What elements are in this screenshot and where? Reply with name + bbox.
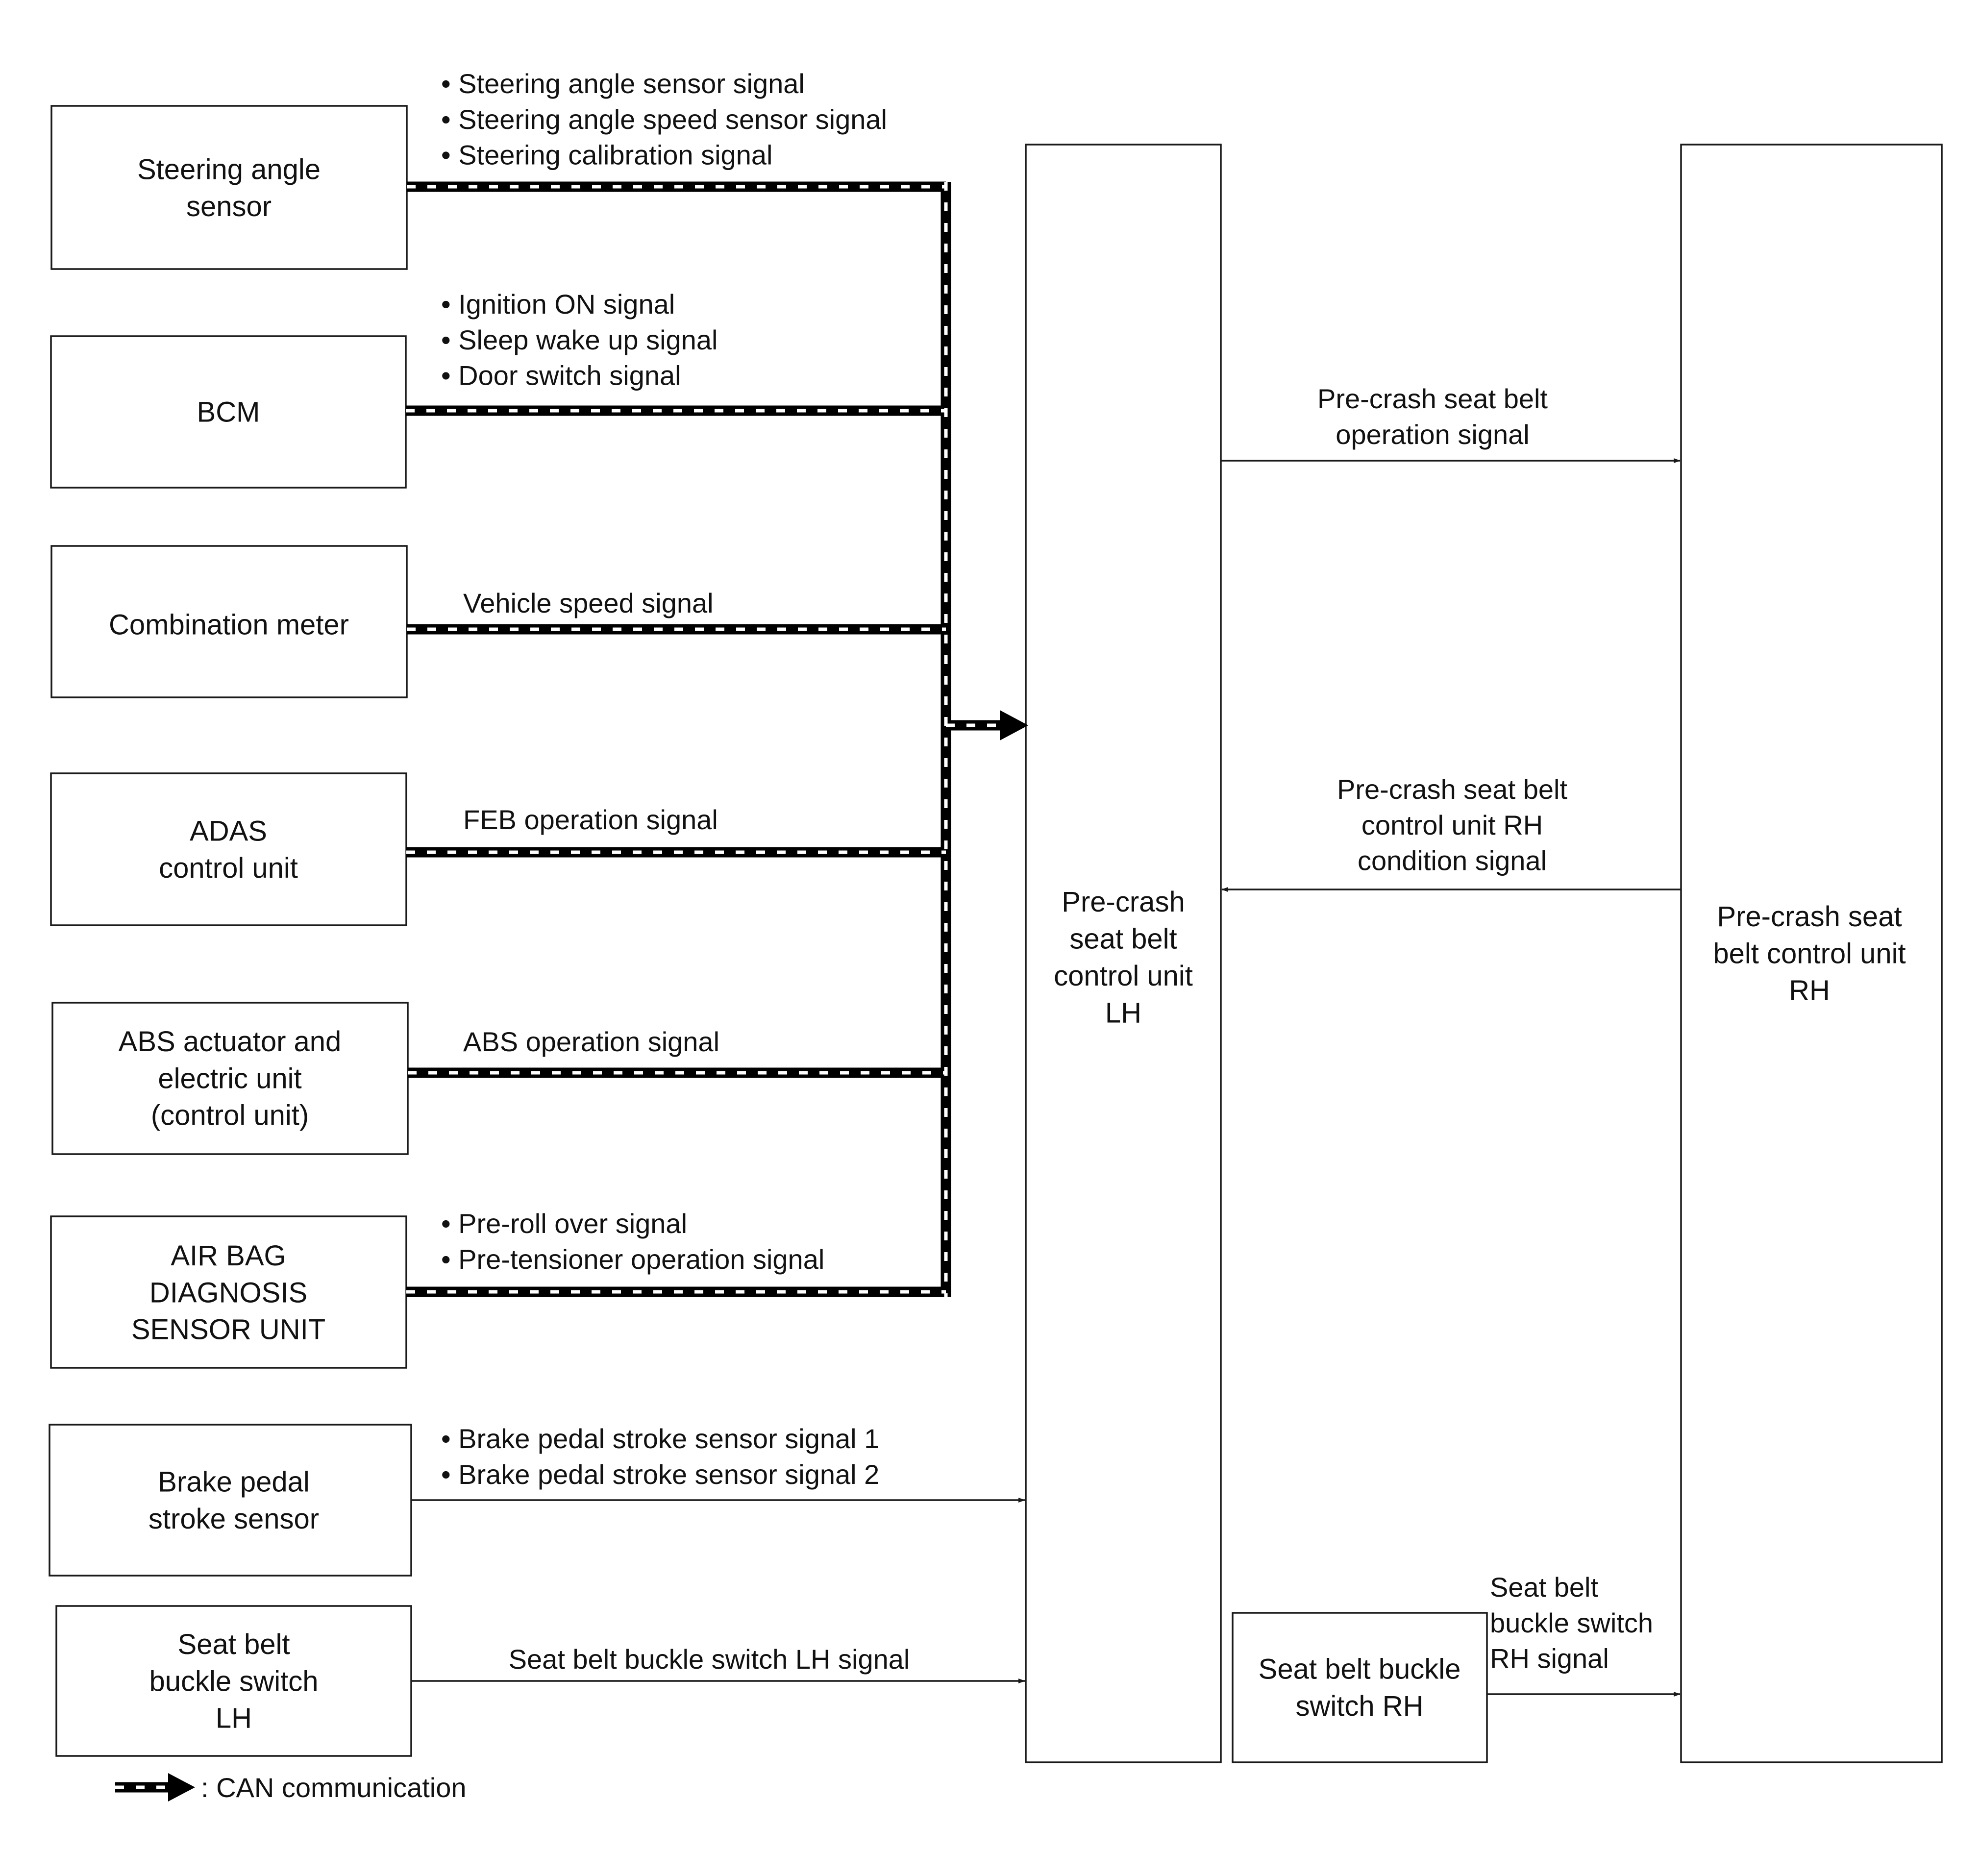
box-air-bag-label: AIR BAG DIAGNOSIS SENSOR UNIT [131,1240,325,1346]
signals-combination-meter: Vehicle speed signal [463,588,714,618]
signals-lh-to-rh: Pre-crash seat belt operation signal [1317,383,1548,450]
signals-combination-meter-line: Vehicle speed signal [463,588,714,618]
box-steering-angle-sensor-label-line: sensor [186,191,272,222]
box-abs-actuator-label-line: (control unit) [151,1100,309,1132]
signals-seat-belt-rh-line: RH signal [1490,1643,1609,1674]
box-brake-pedal-label-line: stroke sensor [148,1503,319,1535]
can-bus-arrowhead [1000,710,1028,741]
legend-can-icon [115,1773,195,1802]
legend-can-label: : CAN communication [201,1772,467,1803]
signals-rh-to-lh: Pre-crash seat belt control unit RH condit… [1337,774,1567,876]
signals-steering-line: • Steering calibration signal [441,140,772,171]
box-abs-actuator-label-line: ABS actuator and [119,1026,342,1058]
box-combination-meter-label: Combination meter [109,609,349,641]
signals-adas-line: FEB operation signal [463,804,718,835]
box-brake-pedal-label-line: Brake pedal [158,1466,310,1498]
signals-bcm-line: • Door switch signal [441,360,681,391]
signals-seat-belt-rh: Seat belt buckle switch RH signal [1490,1572,1653,1674]
signals-bcm: • Ignition ON signal • Sleep wake up sign… [441,289,718,391]
box-precrash-lh-label-line: LH [1105,997,1141,1029]
box-abs-actuator-label: ABS actuator and electric unit (control un… [119,1026,342,1132]
box-seat-belt-rh-label-line: Seat belt buckle [1259,1654,1461,1685]
box-combination-meter: Combination meter [50,545,408,698]
box-brake-pedal-label: Brake pedal stroke sensor [148,1466,319,1535]
signals-bcm-line: • Sleep wake up signal [441,324,718,355]
box-bcm: BCM [50,335,407,489]
signals-brake-pedal: • Brake pedal stroke sensor signal 1 • Br… [441,1423,879,1490]
signals-abs: ABS operation signal [463,1026,719,1057]
box-steering-angle-sensor-label-line: Steering angle [137,154,321,186]
signals-air-bag: • Pre-roll over signal • Pre-tensioner op… [441,1208,824,1275]
box-steering-angle-sensor: Steering angle sensor [50,105,408,270]
box-precrash-rh-label-line: belt control unit [1713,938,1906,969]
box-air-bag-label-line: DIAGNOSIS [149,1277,307,1308]
box-brake-pedal-stroke-sensor: Brake pedal stroke sensor [49,1424,412,1577]
box-seat-belt-lh-label-line: Seat belt [178,1629,290,1660]
signals-seat-belt-lh: Seat belt buckle switch LH signal [509,1644,910,1675]
signals-abs-line: ABS operation signal [463,1026,719,1057]
box-bcm-label-line: BCM [197,396,260,428]
box-bcm-label: BCM [197,396,260,428]
signals-steering: • Steering angle sensor signal • Steering… [441,68,887,171]
box-abs-actuator-label-line: electric unit [158,1062,301,1094]
box-adas-control-unit: ADAS control unit [50,772,407,926]
signals-steering-line: • Steering angle speed sensor signal [441,104,887,135]
box-seat-belt-buckle-switch-rh: Seat belt buckle switch RH [1232,1612,1488,1763]
signals-adas: FEB operation signal [463,804,718,835]
box-precrash-rh-label-line: RH [1789,975,1830,1007]
signals-lh-to-rh-line: Pre-crash seat belt [1317,383,1548,414]
box-seat-belt-lh-label-line: LH [216,1703,252,1734]
box-steering-angle-sensor-label: Steering angle sensor [137,154,321,222]
signals-steering-line: • Steering angle sensor signal [441,68,805,99]
box-seat-belt-rh-label-line: switch RH [1295,1690,1423,1722]
box-combination-meter-label-line: Combination meter [109,609,349,641]
signals-bcm-line: • Ignition ON signal [441,289,675,320]
box-adas-control-unit-label: ADAS control unit [159,815,298,884]
box-air-bag-label-line: AIR BAG [171,1240,286,1272]
box-adas-control-unit-label-line: ADAS [190,815,267,847]
box-air-bag-label-line: SENSOR UNIT [131,1314,325,1346]
signals-lh-to-rh-line: operation signal [1336,419,1529,450]
signals-seat-belt-lh-line: Seat belt buckle switch LH signal [509,1644,910,1675]
signals-rh-to-lh-line: control unit RH [1361,810,1543,840]
legend-can-communication: : CAN communication [115,1772,467,1803]
box-abs-actuator: ABS actuator and electric unit (control un… [51,1002,409,1155]
box-precrash-rh-label-line: Pre-crash seat [1717,901,1902,933]
signals-rh-to-lh-line: condition signal [1358,845,1547,876]
box-seat-belt-rh-label: Seat belt buckle switch RH [1259,1654,1461,1722]
box-precrash-lh-label-line: Pre-crash [1062,886,1185,918]
signals-brake-pedal-line: • Brake pedal stroke sensor signal 2 [441,1459,879,1490]
signals-brake-pedal-line: • Brake pedal stroke sensor signal 1 [441,1423,879,1454]
signals-seat-belt-rh-line: buckle switch [1490,1607,1653,1638]
signals-air-bag-line: • Pre-roll over signal [441,1208,687,1239]
signals-air-bag-line: • Pre-tensioner operation signal [441,1244,824,1275]
box-air-bag-diagnosis-sensor-unit: AIR BAG DIAGNOSIS SENSOR UNIT [50,1215,407,1369]
box-precrash-lh-label-line: control unit [1054,960,1193,992]
box-adas-control-unit-label-line: control unit [159,852,298,884]
signals-rh-to-lh-line: Pre-crash seat belt [1337,774,1567,805]
box-seat-belt-lh-label-line: buckle switch [149,1665,319,1697]
can-bus [406,181,1028,1297]
box-precrash-lh-label-line: seat belt [1069,923,1177,955]
signals-seat-belt-rh-line: Seat belt [1490,1572,1598,1603]
